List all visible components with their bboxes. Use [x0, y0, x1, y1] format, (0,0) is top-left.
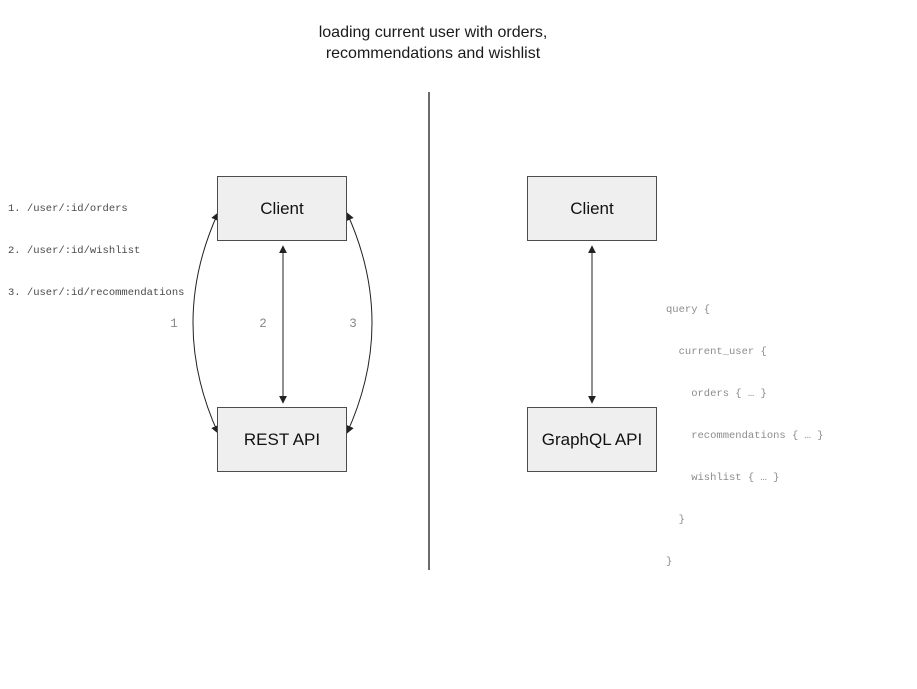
graphql-api-label: GraphQL API: [541, 429, 643, 449]
query-line: orders { … }: [666, 388, 767, 400]
graphql-client-label: Client: [570, 198, 614, 218]
query-line: wishlist { … }: [666, 472, 780, 484]
query-line: }: [666, 556, 673, 568]
title-line-2: recommendations and wishlist: [325, 45, 541, 62]
rest-client-node: Client: [217, 176, 347, 241]
arrow-label-3: 3: [349, 317, 357, 331]
graphql-query-block: query { current_user { orders { … } reco…: [666, 275, 824, 597]
rest-endpoint-2: 2. /user/:id/wishlist: [8, 245, 141, 257]
graphql-api-node: GraphQL API: [527, 407, 657, 472]
query-line: recommendations { … }: [666, 430, 824, 442]
rest-api-label: REST API: [243, 429, 321, 449]
rest-endpoint-list: 1. /user/:id/orders 2. /user/:id/wishlis…: [8, 174, 184, 328]
query-line: }: [666, 514, 685, 526]
diagram-title: loading current user with orders, recomm…: [0, 22, 866, 64]
query-line: query {: [666, 304, 711, 316]
title-line-1: loading current user with orders,: [318, 24, 548, 41]
arrow-label-1: 1: [170, 317, 178, 331]
rest-endpoint-3: 3. /user/:id/recommendations: [8, 287, 185, 299]
rest-api-node: REST API: [217, 407, 347, 472]
divider-line: [428, 92, 430, 570]
rest-endpoint-1: 1. /user/:id/orders: [8, 203, 128, 215]
arrow-label-2: 2: [259, 317, 267, 331]
graphql-client-node: Client: [527, 176, 657, 241]
rest-arc-1-arrow: [192, 212, 219, 434]
rest-client-label: Client: [260, 198, 304, 218]
query-line: current_user {: [666, 346, 767, 358]
rest-arc-3-arrow: [346, 212, 373, 434]
